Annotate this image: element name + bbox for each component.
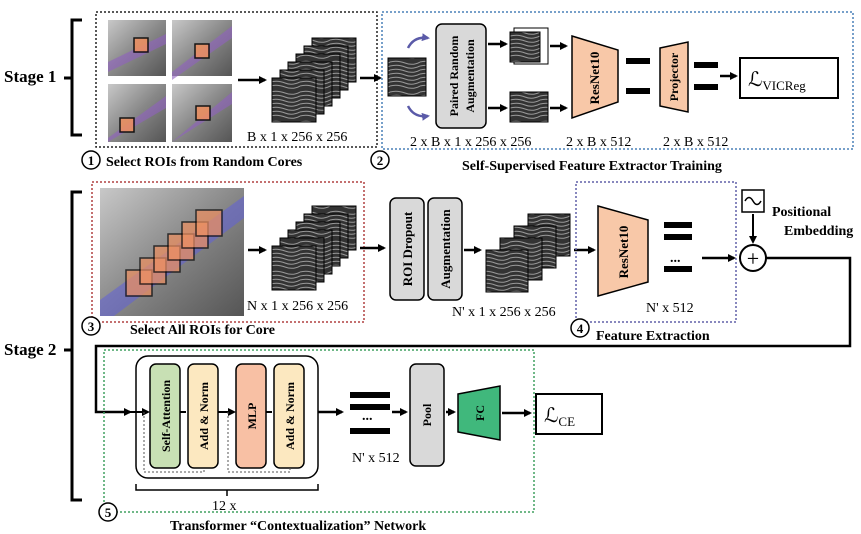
stage2-aug-dims: N' x 1 x 256 x 256 <box>452 305 556 320</box>
step2-caption: Self-Supervised Feature Extractor Traini… <box>462 159 722 174</box>
svg-text:...: ... <box>670 251 681 266</box>
add-norm-label-1: Add & Norm <box>197 382 211 450</box>
projector-dims: 2 x B x 512 <box>663 135 728 150</box>
stage1-stack-dims: B x 1 x 256 x 256 <box>247 130 347 145</box>
step1-caption: Select ROIs from Random Cores <box>106 155 303 170</box>
ce-loss-box <box>535 393 603 435</box>
stage2-roi-box <box>91 181 365 323</box>
augmented-pair-top <box>509 27 549 65</box>
paired-augmentation-block <box>435 23 487 129</box>
feature-extraction-box <box>575 181 737 323</box>
projector-block <box>659 41 689 113</box>
self-attention-block <box>149 363 181 469</box>
resnet-stage1-label: ResNet10 <box>587 52 602 105</box>
step1-badge <box>81 150 101 170</box>
core-ultrasound-image <box>100 188 244 316</box>
step5-number: 5 <box>105 505 112 520</box>
step2-number: 2 <box>377 153 384 168</box>
augmented-pair-bottom <box>509 91 549 123</box>
fc-block <box>457 385 501 441</box>
add-norm-label-2: Add & Norm <box>283 382 297 450</box>
stage2-stack-dims: N x 1 x 256 x 256 <box>247 299 348 314</box>
roi-dropout-block <box>389 197 425 301</box>
ultrasound-thumbnails <box>108 20 232 142</box>
augmentation-label: Augmentation <box>438 209 453 289</box>
stage2-brace <box>64 190 82 502</box>
aug-dims: 2 x B x 1 x 256 x 256 <box>410 135 531 150</box>
ssl-input-image <box>387 57 427 97</box>
resnet-stage1-block <box>571 34 619 120</box>
transformer-output-features: ... <box>350 392 390 434</box>
resnet-stage2-label: ResNet10 <box>616 226 631 279</box>
step4-caption: Feature Extraction <box>596 329 710 344</box>
roi-stack-stage2 <box>271 205 357 291</box>
step3-number: 3 <box>88 319 95 334</box>
vicreg-loss-box <box>739 57 839 99</box>
vicreg-loss-label: ℒVICReg <box>748 69 806 93</box>
stage1-brace <box>64 18 82 137</box>
resnet-stage2-block <box>597 205 649 297</box>
self-attention-label: Self-Attention <box>159 380 173 452</box>
aug-label-line2: Augmentation <box>463 39 477 113</box>
stage1-label: Stage 1 <box>4 67 56 86</box>
resnet-stage1-dims: 2 x B x 512 <box>566 135 631 150</box>
svg-text:...: ... <box>362 409 373 424</box>
pos-embed-line1: Positional <box>772 205 831 220</box>
plus-symbol: + <box>747 246 759 271</box>
residual-2 <box>227 412 291 473</box>
step3-badge <box>81 316 101 336</box>
step3-caption: Select All ROIs for Core <box>130 323 275 338</box>
augmented-stack-stage2 <box>485 213 571 293</box>
features-dims: N' x 512 <box>352 451 400 466</box>
aug-arrow-bottom <box>406 105 430 121</box>
step5-caption: Transformer “Contextualization” Network <box>170 519 426 534</box>
mlp-block <box>235 363 267 469</box>
transformer-block-outline <box>135 355 319 479</box>
feature-bar-2b <box>694 84 718 90</box>
roi-dropout-label: ROI Dropout <box>400 211 415 286</box>
roi-stack-stage1 <box>271 37 357 123</box>
step5-badge <box>98 502 118 522</box>
add-norm-block-2 <box>273 363 305 469</box>
step4-number: 4 <box>577 321 584 336</box>
aug-arrow-top <box>406 33 430 49</box>
step1-number: 1 <box>88 153 95 168</box>
stage2-label: Stage 2 <box>4 340 56 359</box>
feature-bar-1a <box>626 58 650 64</box>
projector-label: Projector <box>667 52 681 101</box>
augmentation-block <box>427 197 463 301</box>
fc-label: FC <box>473 405 487 421</box>
mlp-label: MLP <box>245 403 259 430</box>
sine-wave-icon <box>744 196 762 206</box>
aug-label-line1: Paired Random <box>447 36 461 117</box>
repeat-label: 12 x <box>212 499 237 514</box>
feature-bar-1b <box>626 88 650 94</box>
pos-embed-line2: Embedding <box>784 224 853 239</box>
ce-loss-label: ℒCE <box>544 405 575 429</box>
resnet-stage2-dims: N' x 512 <box>646 301 694 316</box>
residual-1 <box>143 412 205 473</box>
feature-bar-2a <box>694 62 718 68</box>
feature-vectors-stage2: ... <box>664 222 692 272</box>
repeat-bracket <box>135 484 319 496</box>
route-plus-to-transformer <box>94 256 852 416</box>
pool-label: Pool <box>420 403 434 426</box>
step4-badge <box>570 318 590 338</box>
add-norm-block-1 <box>187 363 219 469</box>
step2-badge <box>370 150 390 170</box>
pool-block <box>409 363 445 467</box>
